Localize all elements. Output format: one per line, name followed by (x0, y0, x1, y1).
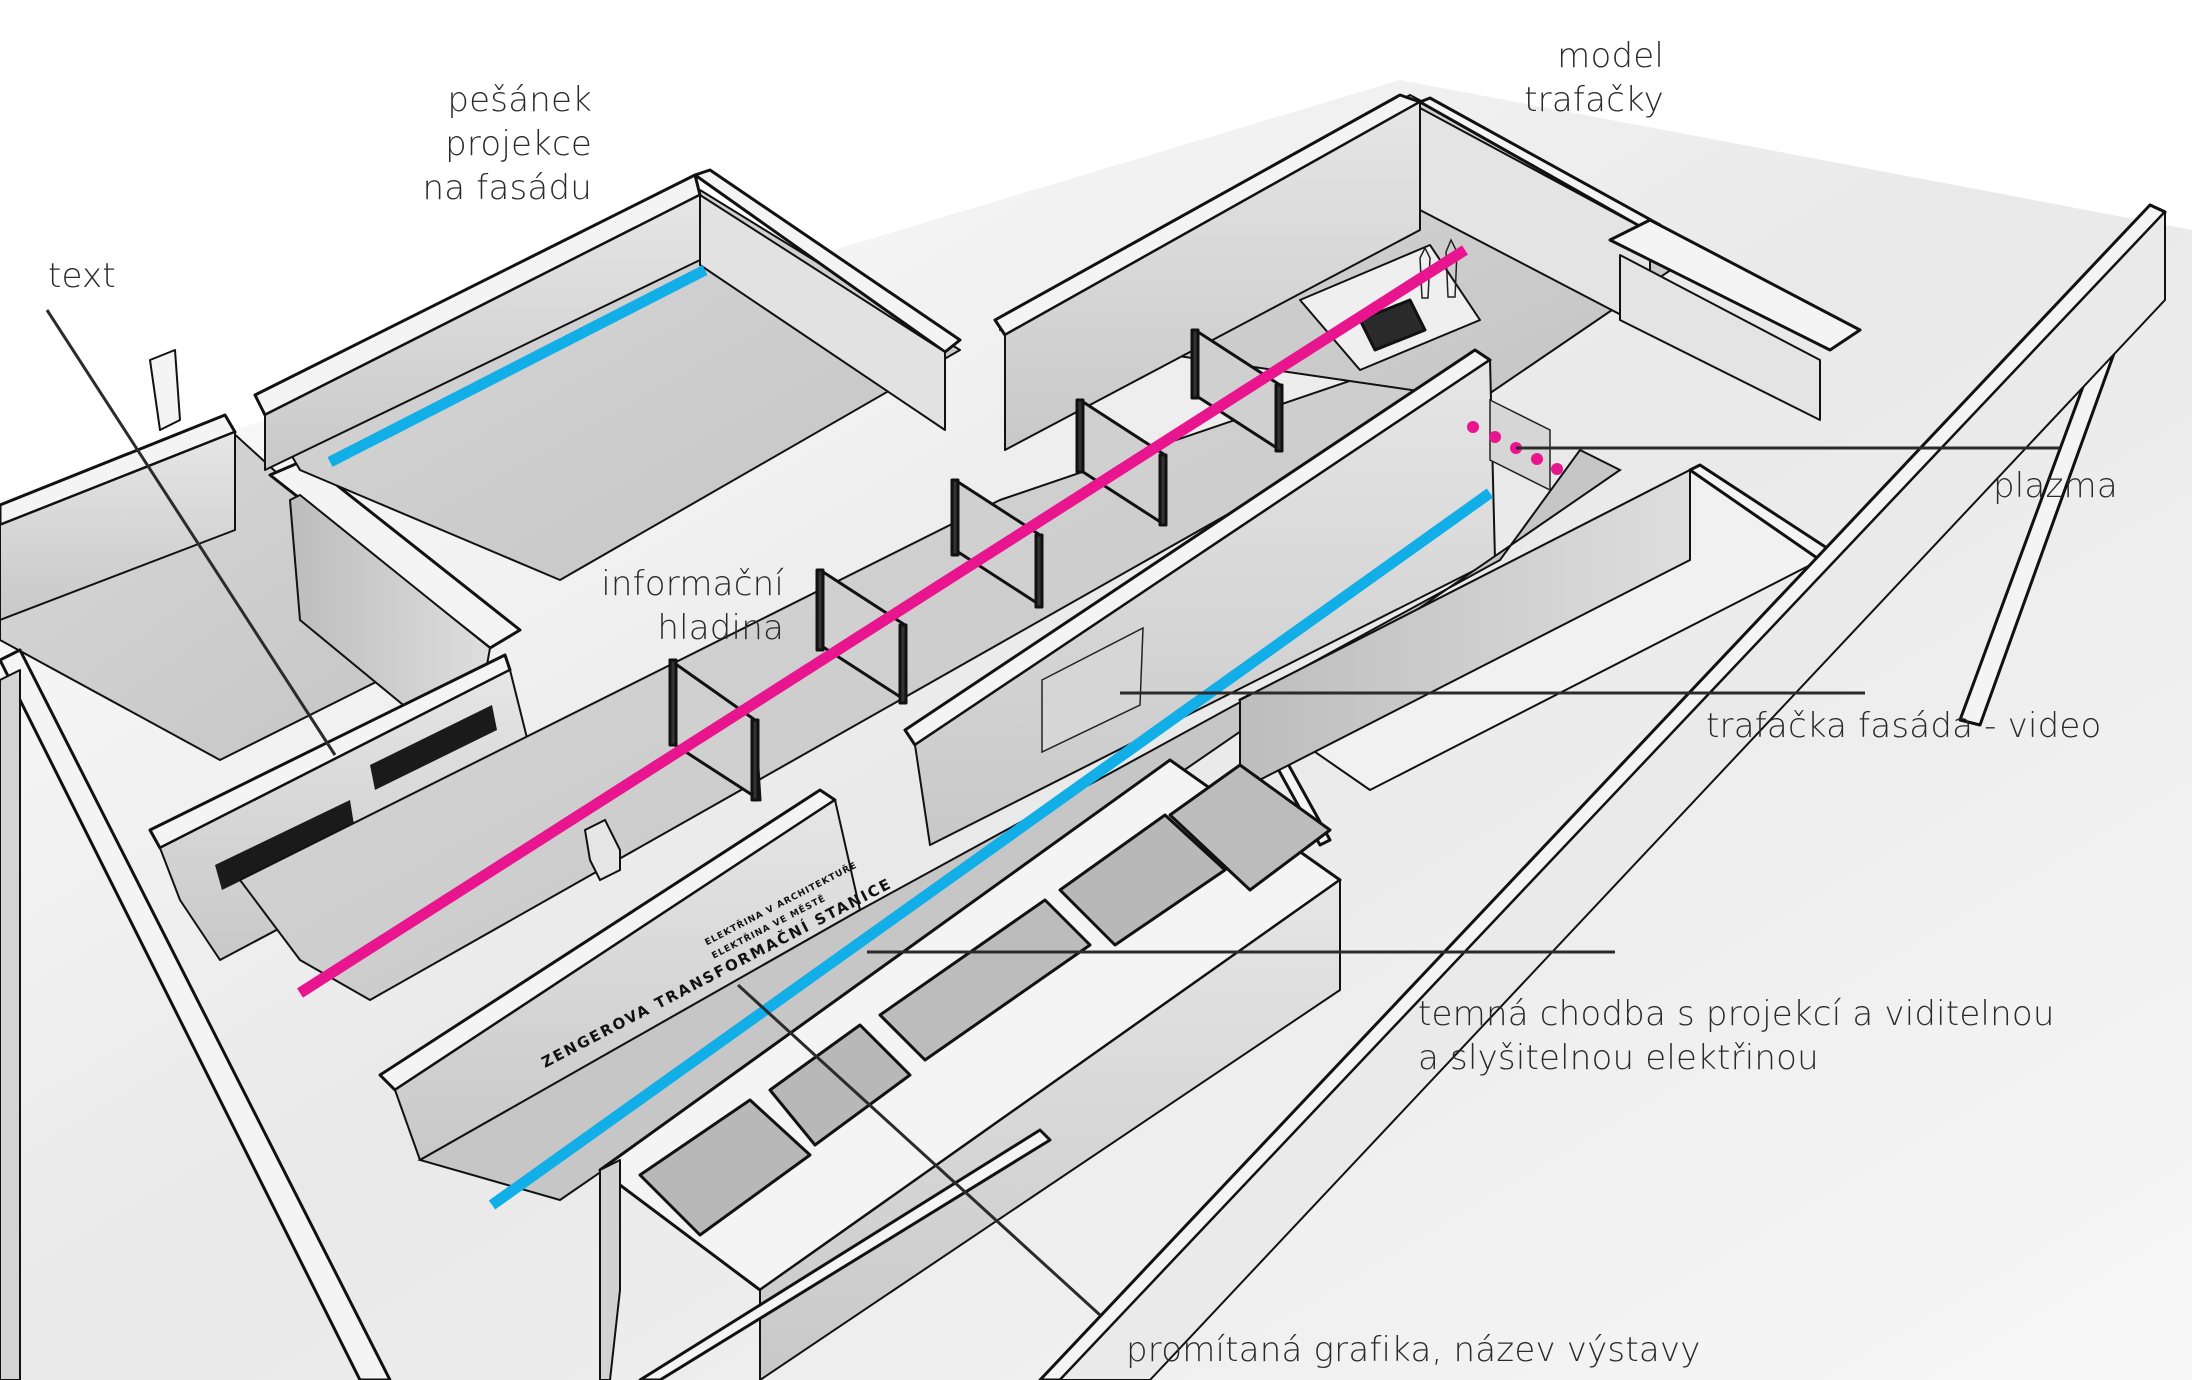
label-plazma: plazma (1993, 464, 2118, 508)
label-model-line-1: model (1557, 36, 1664, 76)
leader-lines (45, 309, 2060, 1317)
label-informacni-line-1: informační (601, 564, 784, 604)
leader-line-promitana (736, 983, 1102, 1317)
label-temna-chodba-line-2: a slyšitelnou elektřinou (1418, 1038, 1819, 1078)
blue-projection-corridor (488, 488, 1494, 1210)
label-pesanek-line-3: na fasádu (422, 168, 592, 208)
storage-cells (598, 758, 1342, 1380)
label-temna-chodba-line-1: temná chodba s projekcí a viditelnou (1418, 994, 2055, 1034)
label-informacni: informační hladina (580, 562, 784, 650)
label-text-line-1: text (48, 256, 116, 296)
outer-right-wall (1038, 203, 2167, 1380)
label-pesanek-line-2: projekce (445, 124, 592, 164)
corridor-wall-lower (378, 788, 861, 1161)
text-panel-1 (215, 800, 354, 890)
label-pesanek: pešánek projekce na fasádu (400, 78, 592, 210)
label-pesanek-line-1: pešánek (447, 80, 592, 120)
plazma-dot (1467, 421, 1479, 433)
label-fasada-video-line-1: trafačka fasáda - video (1706, 706, 2102, 746)
kiosk (583, 818, 621, 882)
label-model: model trafačky (1500, 34, 1664, 122)
plazma-dot (1531, 453, 1543, 465)
blue-projection-pesanek (327, 265, 708, 467)
magenta-route (297, 245, 1468, 998)
plazma-dot (1551, 463, 1563, 475)
model-room (993, 93, 1701, 451)
pesanek-room (253, 168, 962, 581)
label-model-line-2: trafačky (1524, 80, 1664, 120)
label-text: text (48, 254, 116, 298)
label-informacni-line-2: hladina (657, 608, 784, 648)
leader-line-text (45, 309, 337, 756)
label-temna-chodba: temná chodba s projekcí a viditelnou a s… (1418, 992, 2055, 1080)
label-promitana-line-1: promítaná grafika, název výstavy (1126, 1330, 1701, 1370)
label-fasada-video: trafačka fasáda - video (1706, 704, 2102, 748)
video-screen (1041, 626, 1144, 754)
plazma-dot (1489, 431, 1501, 443)
text-panel-2 (370, 705, 497, 790)
label-promitana: promítaná grafika, název výstavy (1126, 1328, 1701, 1372)
label-plazma-line-1: plazma (1993, 466, 2118, 506)
plazma-dots (1467, 421, 1563, 475)
